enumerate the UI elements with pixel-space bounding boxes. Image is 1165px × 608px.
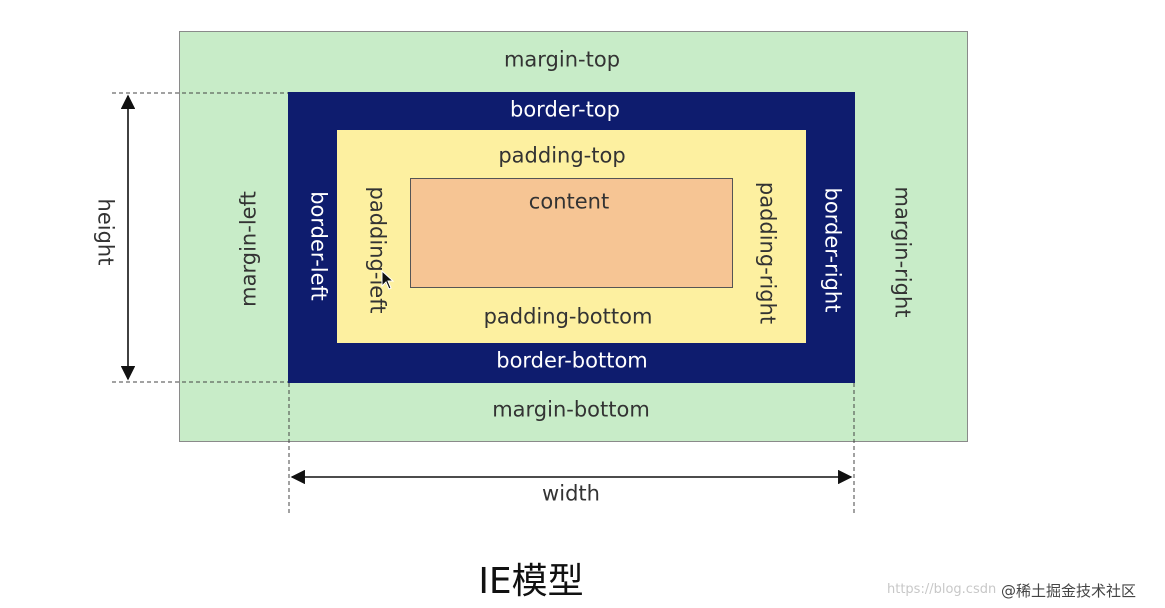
padding-left-label: padding-left [365, 186, 390, 314]
padding-bottom-label: padding-bottom [483, 304, 653, 329]
padding-right-label: padding-right [755, 181, 780, 325]
diagram-caption: IE模型 [478, 561, 584, 602]
content-label: content [528, 189, 610, 214]
margin-bottom-label: margin-bottom [492, 397, 650, 422]
width-label: width [542, 481, 600, 506]
padding-top-label: padding-top [498, 143, 626, 168]
border-left-label: border-left [306, 191, 331, 301]
watermark-brand: @稀土掘金技术社区 [1001, 582, 1137, 600]
margin-left-label: margin-left [236, 191, 261, 307]
content-area [410, 178, 733, 288]
border-right-label: border-right [820, 187, 845, 313]
margin-top-label: margin-top [503, 47, 621, 72]
height-label: height [93, 198, 118, 266]
mouse-cursor-icon [381, 270, 395, 290]
margin-right-label: margin-right [890, 186, 915, 318]
border-bottom-label: border-bottom [496, 348, 648, 373]
border-top-label: border-top [510, 97, 620, 122]
watermark-url: https://blog.csdn [887, 582, 997, 597]
